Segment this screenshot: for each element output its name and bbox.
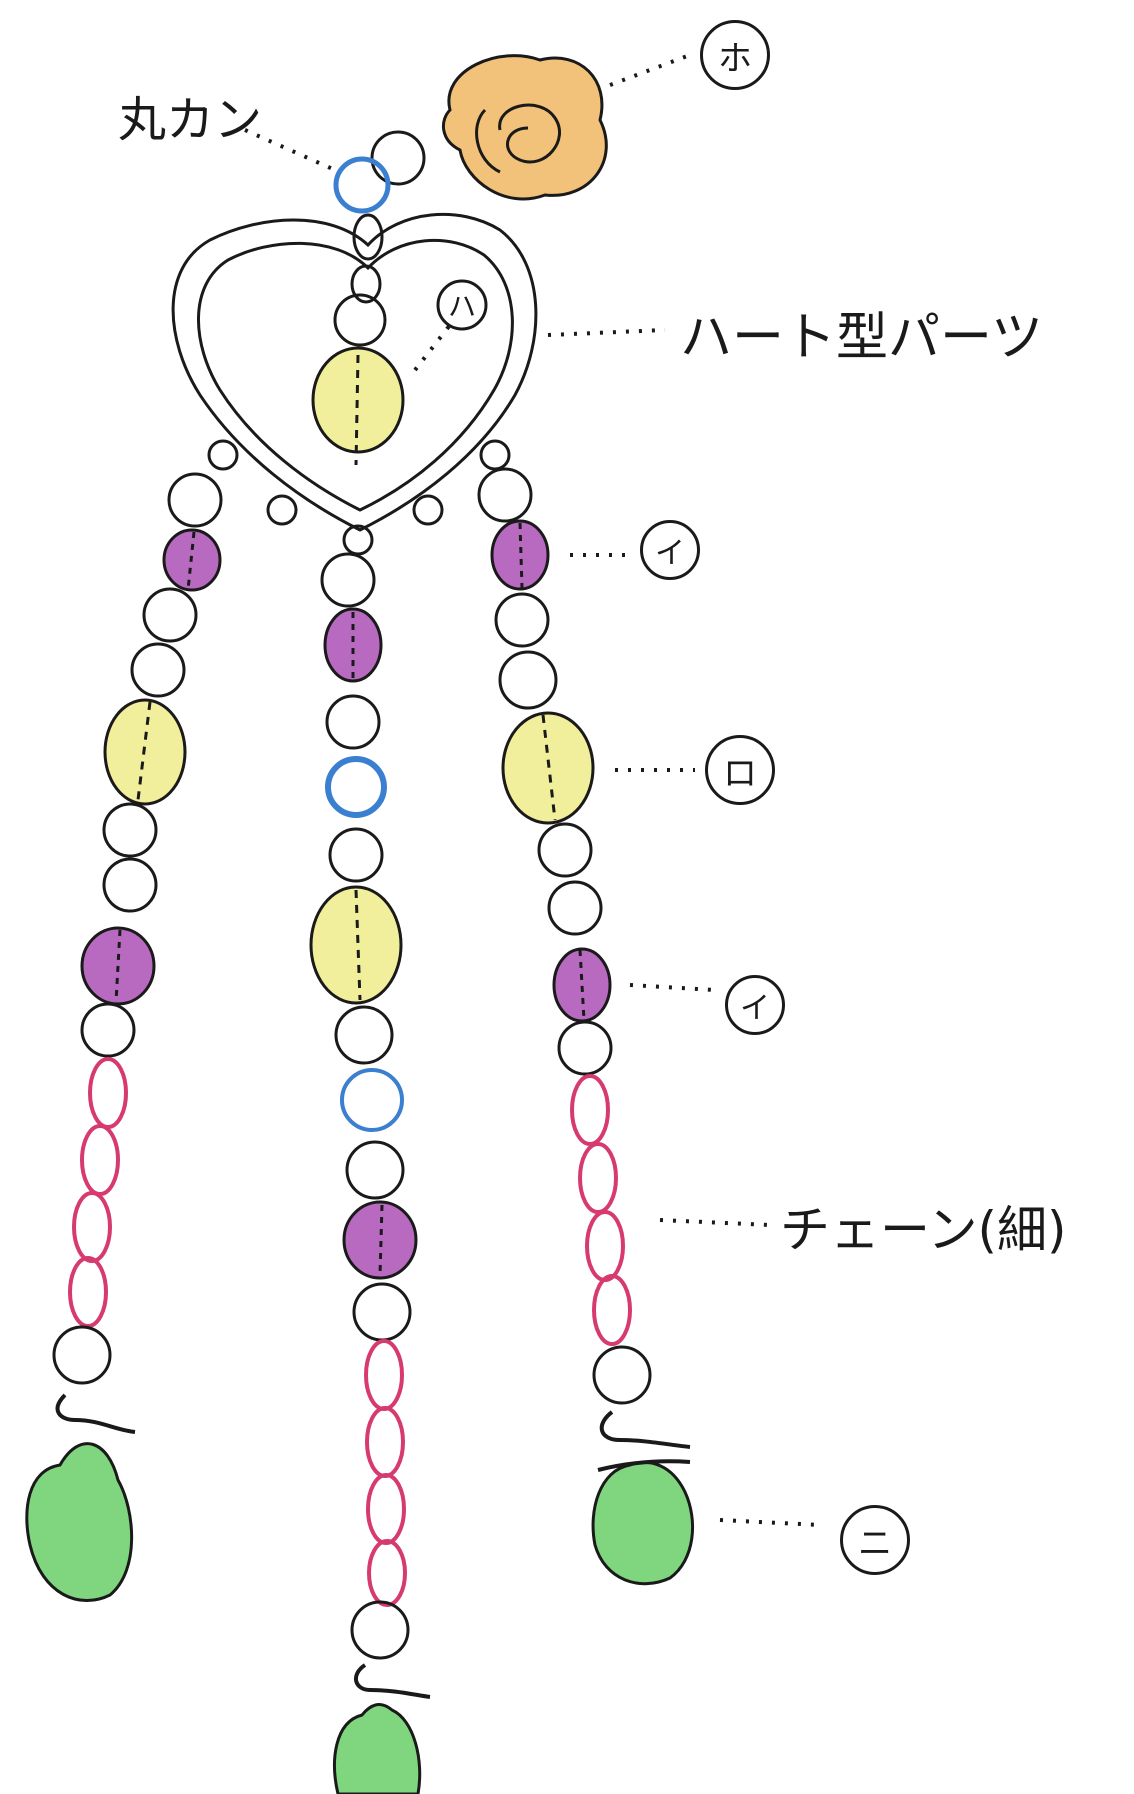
center-strand: [309, 552, 431, 1794]
rose-charm: [441, 54, 608, 201]
jump-ring-label: 丸カン: [118, 92, 263, 148]
marker-ro: ロ: [705, 735, 775, 805]
marker-i-top: イ: [640, 520, 700, 580]
marker-ha: ハ: [436, 279, 488, 331]
marker-ho: ホ: [700, 20, 770, 90]
heart-frame: [171, 212, 538, 556]
left-strand: [25, 472, 223, 1603]
leader-lines: [244, 53, 821, 1527]
inner-dangle: [311, 264, 405, 466]
marker-ni: ニ: [840, 1505, 910, 1575]
right-strand: [477, 467, 695, 1586]
chain-label: チェーン(細): [780, 1201, 1067, 1259]
svg-text:ハ: ハ: [448, 290, 476, 323]
top-rings: [333, 130, 426, 261]
heart-part-label: ハート型パーツ: [680, 308, 1043, 368]
marker-i-bottom: イ: [725, 975, 785, 1035]
